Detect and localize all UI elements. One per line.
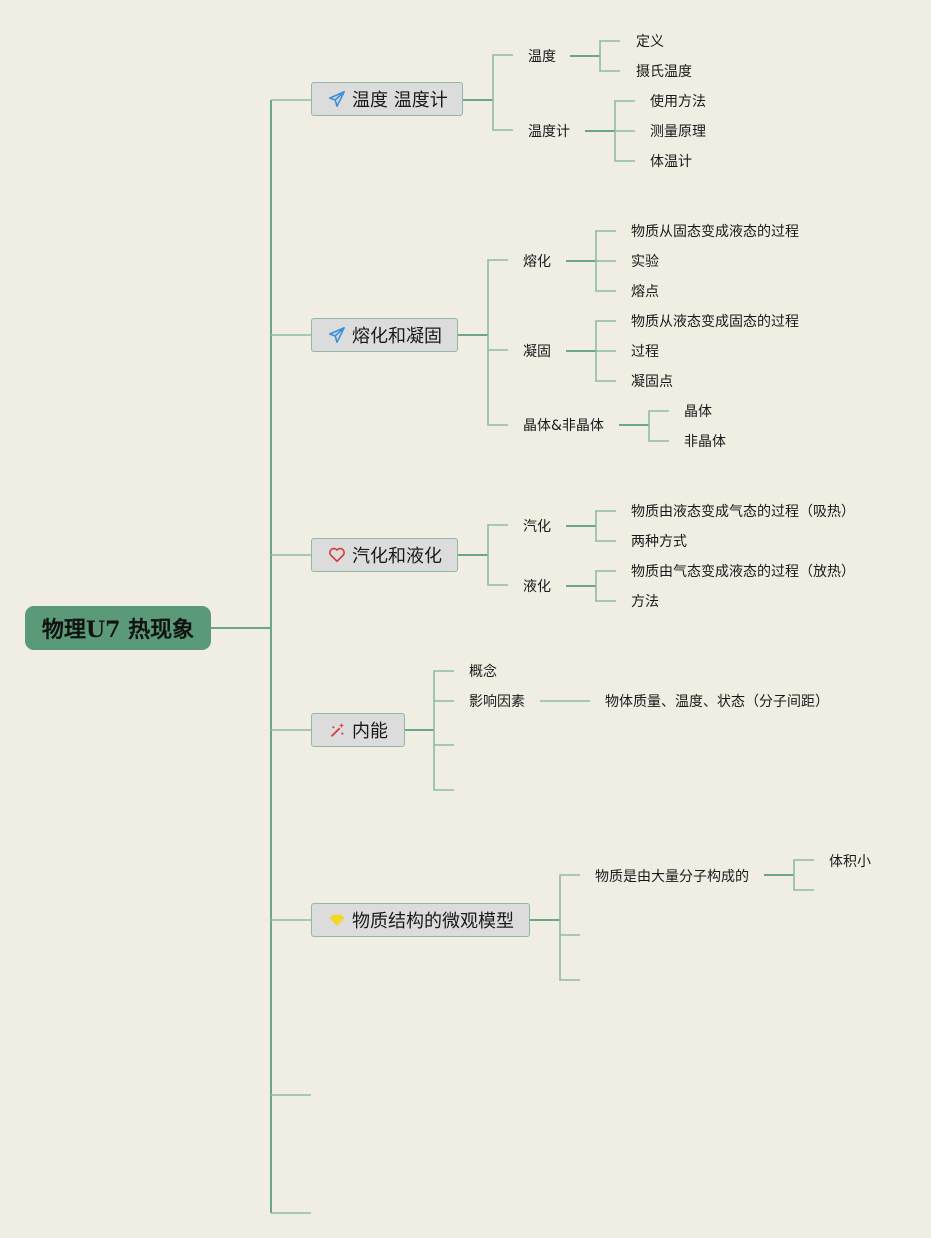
- leaf-label[interactable]: 物质从固态变成液态的过程: [631, 224, 799, 240]
- leaf-label[interactable]: 物质由气态变成液态的过程（放热）: [631, 564, 855, 580]
- leaf-label[interactable]: 体温计: [650, 154, 692, 170]
- leaf-label[interactable]: 晶体: [684, 404, 712, 420]
- subtopic-label[interactable]: 影响因素: [469, 694, 525, 710]
- subtopic-label[interactable]: 温度: [528, 49, 556, 65]
- leaf-label[interactable]: 使用方法: [650, 94, 706, 110]
- topic-label: 物质结构的微观模型: [352, 911, 514, 932]
- subtopic-label[interactable]: 物质是由大量分子构成的: [595, 869, 749, 885]
- leaf-label[interactable]: 非晶体: [684, 434, 726, 450]
- topic-label: 汽化和液化: [352, 546, 442, 567]
- leaf-label[interactable]: 凝固点: [631, 374, 673, 390]
- root-node[interactable]: 物理U7 热现象: [25, 606, 211, 650]
- leaf-label[interactable]: 熔点: [631, 284, 659, 300]
- topic-temperature[interactable]: 温度 温度计: [311, 82, 463, 116]
- subtopic-label[interactable]: 概念: [469, 664, 497, 680]
- gem-icon: [329, 914, 345, 927]
- leaf-label[interactable]: 定义: [636, 34, 664, 50]
- topic-microscopic-model[interactable]: 物质结构的微观模型: [311, 903, 530, 937]
- topic-label: 熔化和凝固: [352, 326, 442, 347]
- subtopic-label[interactable]: 温度计: [528, 124, 570, 140]
- subtopic-label[interactable]: 汽化: [523, 519, 551, 535]
- topic-internal-energy[interactable]: 内能: [311, 713, 405, 747]
- leaf-label[interactable]: 物质由液态变成气态的过程（吸热）: [631, 504, 855, 520]
- topic-label: 内能: [352, 721, 388, 742]
- leaf-label[interactable]: 方法: [631, 594, 659, 610]
- topic-melting-solidification[interactable]: 熔化和凝固: [311, 318, 458, 352]
- heart-icon: [329, 547, 345, 563]
- leaf-label[interactable]: 物质从液态变成固态的过程: [631, 314, 799, 330]
- subtopic-label[interactable]: 晶体&非晶体: [523, 418, 604, 434]
- topic-vaporization-liquefaction[interactable]: 汽化和液化: [311, 538, 458, 572]
- subtopic-label[interactable]: 凝固: [523, 344, 551, 360]
- paper-plane-icon: [328, 326, 346, 344]
- subtopic-label[interactable]: 熔化: [523, 254, 551, 270]
- topic-label: 温度 温度计: [352, 90, 448, 111]
- leaf-label[interactable]: 两种方式: [631, 534, 687, 550]
- paper-plane-icon: [328, 90, 346, 108]
- leaf-label[interactable]: 过程: [631, 344, 659, 360]
- root-label: 物理U7 热现象: [41, 617, 195, 643]
- magic-wand-icon: [330, 722, 345, 737]
- leaf-label[interactable]: 摄氏温度: [636, 64, 692, 80]
- leaf-label[interactable]: 测量原理: [650, 124, 706, 140]
- subtopic-label[interactable]: 液化: [523, 579, 551, 595]
- leaf-label[interactable]: 物体质量、温度、状态（分子间距）: [605, 694, 829, 710]
- leaf-label[interactable]: 实验: [631, 254, 659, 270]
- leaf-label[interactable]: 体积小: [829, 854, 871, 870]
